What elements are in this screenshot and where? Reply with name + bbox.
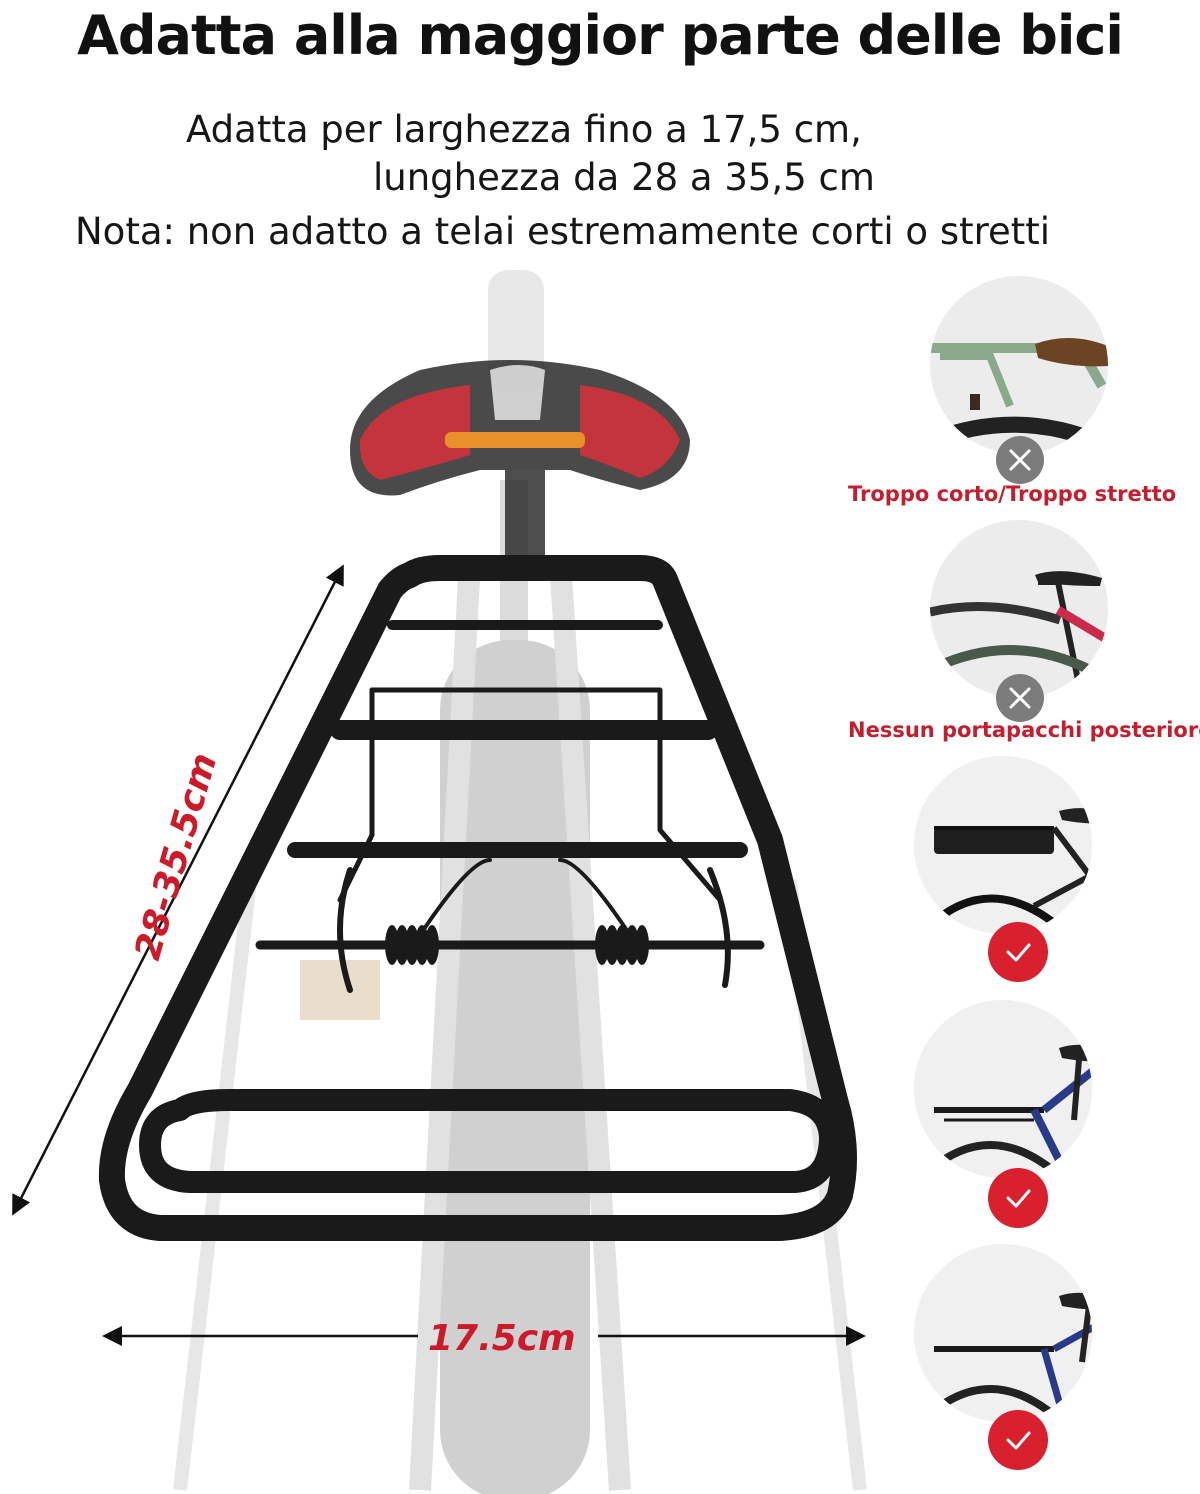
length-dimension-arrow (12, 564, 344, 1216)
close-icon (996, 436, 1044, 484)
caption-no-rear-rack: Nessun portapacchi posteriore (848, 718, 1200, 742)
spring-icon (385, 925, 649, 965)
fit-length-text: lunghezza da 28 a 35,5 cm (373, 156, 875, 199)
check-icon (988, 1410, 1048, 1470)
thumb-city-bike (914, 1000, 1092, 1178)
caption-too-short: Troppo corto/Troppo stretto (848, 482, 1177, 506)
check-icon (988, 1168, 1048, 1228)
thumb-no-rack (930, 520, 1108, 698)
thumb-trekking-bike (914, 1244, 1092, 1422)
saddle-icon (350, 360, 690, 560)
thumb-ebike (914, 756, 1092, 934)
fit-width-text: Adatta per larghezza fino a 17,5 cm, (186, 108, 862, 151)
width-dimension-label: 17.5cm (428, 1318, 576, 1359)
note-text: Nota: non adatto a telai estremamente co… (75, 210, 1051, 253)
check-icon (988, 922, 1048, 982)
thumb-short-frame (930, 276, 1108, 454)
page-title: Adatta alla maggior parte delle bici (77, 4, 1124, 67)
close-icon (996, 674, 1044, 722)
